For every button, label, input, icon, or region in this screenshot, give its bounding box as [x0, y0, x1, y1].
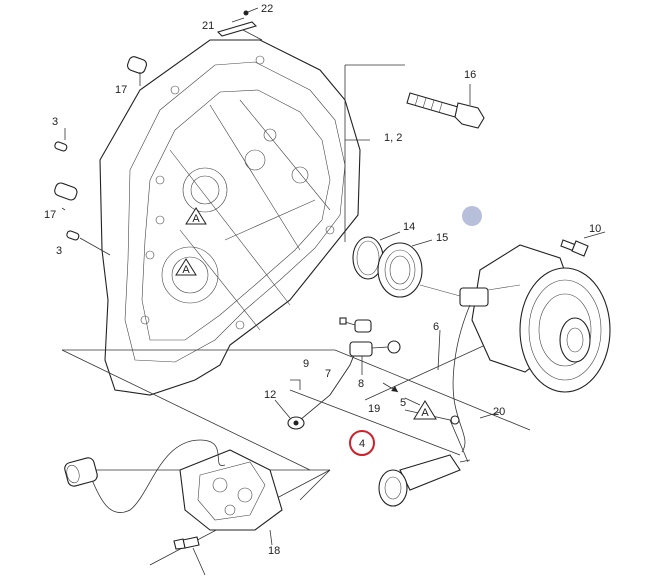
svg-text:19: 19 — [368, 403, 380, 415]
bolt-part-16[interactable] — [406, 84, 485, 129]
svg-text:15: 15 — [436, 232, 448, 244]
release-bearing-assembly[interactable] — [419, 244, 611, 393]
screw-part-18[interactable] — [173, 536, 206, 576]
callout-1-2[interactable]: 1, 2 — [384, 132, 402, 144]
svg-text:6: 6 — [433, 321, 439, 333]
svg-text:A: A — [421, 407, 429, 419]
svg-text:17: 17 — [44, 209, 56, 221]
gearbox-housing[interactable] — [99, 39, 361, 396]
callout-7[interactable]: 7 — [325, 368, 331, 380]
svg-text:14: 14 — [403, 221, 415, 233]
callout-3[interactable]: 3 — [52, 116, 58, 128]
callout-8[interactable]: 8 — [358, 378, 364, 390]
fitting-part-8[interactable] — [349, 340, 401, 375]
callout-4-selected[interactable]: 4 — [349, 430, 375, 456]
svg-text:7: 7 — [325, 368, 331, 380]
warning-triangle-icon: A — [185, 207, 207, 225]
sensor-lead-part-18[interactable] — [63, 439, 226, 513]
fitting-part-9[interactable] — [339, 317, 372, 333]
svg-text:A: A — [192, 213, 200, 225]
pin-part-3-top[interactable] — [54, 141, 68, 152]
actuator-part-18[interactable] — [179, 449, 283, 546]
selected-ring — [349, 430, 375, 456]
callout-17[interactable]: 17 — [44, 209, 56, 221]
callout-9[interactable]: 9 — [303, 358, 309, 370]
svg-text:3: 3 — [52, 116, 58, 128]
svg-text:8: 8 — [358, 378, 364, 390]
svg-text:3: 3 — [56, 245, 62, 257]
svg-text:17: 17 — [115, 84, 127, 96]
callout-20[interactable]: 20 — [493, 406, 505, 418]
svg-text:9: 9 — [303, 358, 309, 370]
bolt-part-10[interactable] — [560, 231, 606, 257]
callout-15[interactable]: 15 — [436, 232, 448, 244]
connector-plug[interactable] — [378, 454, 471, 507]
hover-indicator-dot — [462, 206, 482, 226]
arrow-part-19 — [382, 382, 399, 393]
svg-text:A: A — [182, 264, 190, 276]
callout-12[interactable]: 12 — [264, 389, 276, 401]
callout-18[interactable]: 18 — [268, 545, 280, 557]
svg-text:1, 2: 1, 2 — [384, 132, 402, 144]
clip-part-21[interactable] — [216, 7, 263, 41]
callout-a-triangle[interactable]: A — [413, 400, 437, 420]
callout-17[interactable]: 17 — [115, 84, 127, 96]
sensor-lead-part-20[interactable] — [450, 304, 501, 453]
bleed-pipe-part-7[interactable] — [274, 344, 359, 430]
dowel-part-17-left[interactable] — [53, 182, 78, 202]
callout-19[interactable]: 19 — [368, 403, 380, 415]
svg-text:21: 21 — [202, 20, 214, 32]
svg-text:18: 18 — [268, 545, 280, 557]
seal-part-15[interactable] — [377, 239, 433, 298]
callout-22[interactable]: 22 — [261, 3, 273, 15]
callout-16[interactable]: 16 — [464, 69, 476, 81]
callout-3[interactable]: 3 — [56, 245, 62, 257]
dowel-part-17-top[interactable] — [126, 55, 148, 86]
svg-text:10: 10 — [589, 223, 601, 235]
svg-text:5: 5 — [400, 397, 406, 409]
svg-text:4: 4 — [359, 438, 365, 450]
svg-text:22: 22 — [261, 3, 273, 15]
callout-5[interactable]: 5 — [400, 397, 406, 409]
callout-10[interactable]: 10 — [589, 223, 601, 235]
svg-text:12: 12 — [264, 389, 276, 401]
svg-text:16: 16 — [464, 69, 476, 81]
callout-6[interactable]: 6 — [433, 321, 439, 333]
callout-14[interactable]: 14 — [403, 221, 415, 233]
pin-part-3-bottom[interactable] — [66, 230, 111, 256]
svg-text:20: 20 — [493, 406, 505, 418]
warning-triangle-icon: A — [175, 258, 197, 276]
callout-21[interactable]: 21 — [202, 20, 214, 32]
pin-part-22 — [243, 10, 249, 16]
